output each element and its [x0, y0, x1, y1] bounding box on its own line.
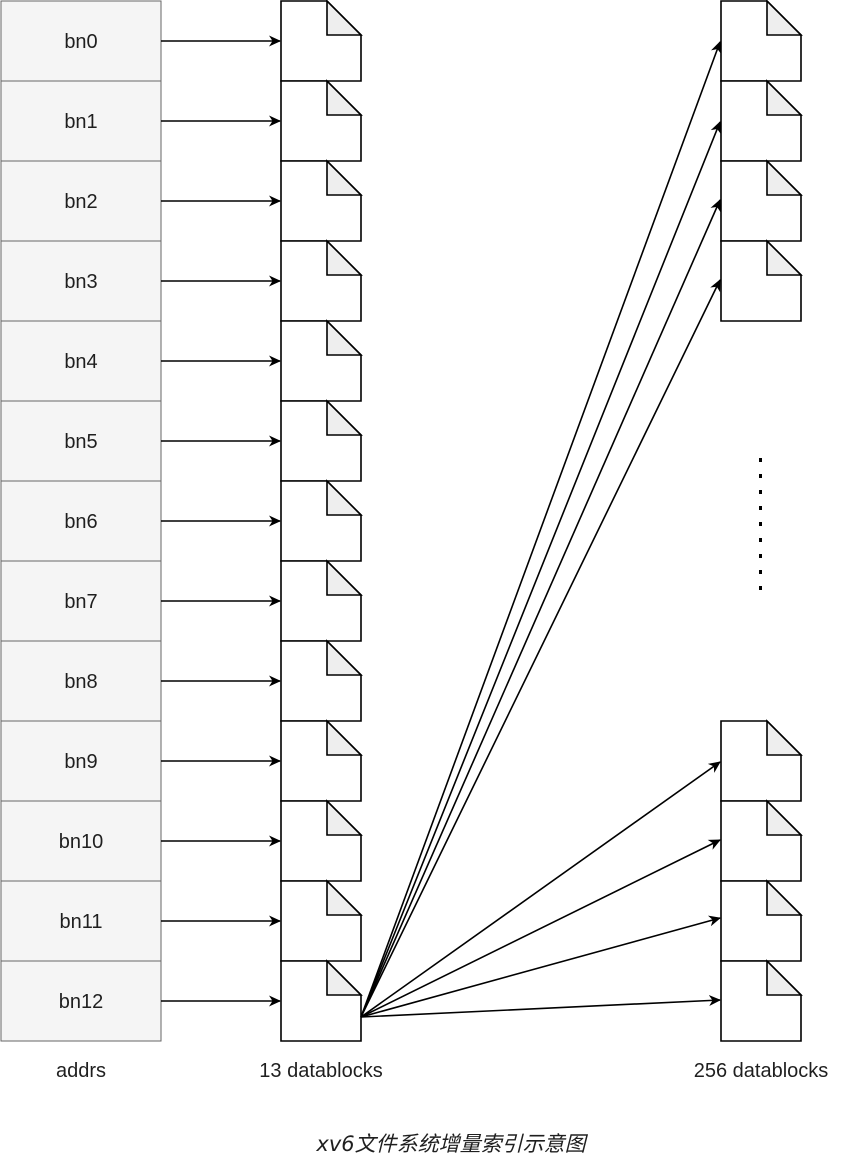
document-icon — [280, 399, 363, 482]
ellipsis-dot — [759, 538, 762, 542]
addr-cell: bn9 — [0, 720, 162, 802]
addr-cell: bn5 — [0, 400, 162, 482]
ellipsis-dot — [759, 506, 762, 510]
indirect-pointer-arrow — [360, 839, 721, 1018]
document-icon — [280, 239, 363, 322]
addr-cell-label: bn3 — [64, 271, 97, 293]
addr-cell-label: bn9 — [64, 751, 97, 773]
ellipsis-dot — [759, 586, 762, 590]
document-icon — [280, 639, 363, 722]
direct-datablocks — [280, 0, 363, 1042]
document-icon — [280, 799, 363, 882]
ellipsis-dot — [759, 458, 762, 462]
document-icon — [720, 239, 803, 322]
document-icon — [280, 719, 363, 802]
addr-cell: bn0 — [0, 0, 162, 82]
document-icon — [280, 319, 363, 402]
addr-cell-label: bn0 — [64, 31, 97, 53]
addr-cell: bn7 — [0, 560, 162, 642]
indirect-pointer-arrow — [360, 279, 721, 1018]
document-icon — [280, 159, 363, 242]
ellipsis-dot — [759, 570, 762, 574]
indirect-pointer-arrow — [360, 121, 722, 1018]
document-icon — [720, 0, 803, 82]
addrs-label: addrs — [56, 1060, 106, 1082]
addr-cell-label: bn8 — [64, 671, 97, 693]
indirect-pointer-arrow — [360, 915, 721, 1018]
indirect-pointer-arrows — [360, 41, 722, 1018]
document-icon — [280, 0, 363, 82]
direct-pointer-arrows — [161, 35, 281, 1007]
document-icon — [720, 879, 803, 962]
document-icon — [720, 159, 803, 242]
addr-cell: bn2 — [0, 160, 162, 242]
addrs-array: bn0 bn1 bn2 bn3 bn4 bn5 bn6 bn7 bn8 bn9 bn10 bn11 bn… — [0, 0, 162, 1042]
ellipsis-dot — [759, 554, 762, 558]
document-icon — [280, 479, 363, 562]
addr-cell-label: bn5 — [64, 431, 97, 453]
ellipsis-dot — [759, 474, 762, 478]
addr-cell: bn4 — [0, 320, 162, 402]
indirect-pointer-arrow — [360, 761, 721, 1018]
addr-cell: bn3 — [0, 240, 162, 322]
direct-blocks-label: 13 datablocks — [259, 1060, 382, 1082]
indirect-pointer-arrow — [360, 41, 722, 1018]
addr-cell: bn10 — [0, 800, 162, 882]
document-icon — [720, 799, 803, 882]
addr-cell: bn6 — [0, 480, 162, 562]
ellipsis-dot — [759, 490, 762, 494]
addr-cell-label: bn4 — [64, 351, 97, 373]
addr-cell: bn8 — [0, 640, 162, 722]
indirect-pointer-arrow — [360, 199, 721, 1018]
addr-cell: bn11 — [0, 880, 162, 962]
indirect-datablocks — [720, 0, 803, 1042]
document-icon — [720, 959, 803, 1042]
document-icon — [720, 79, 803, 162]
addr-cell: bn12 — [0, 960, 162, 1042]
addr-cell-label: bn11 — [59, 911, 102, 933]
document-icon — [280, 879, 363, 962]
document-icon — [280, 559, 363, 642]
vertical-ellipsis-icon — [759, 458, 762, 590]
indirect-pointer-arrow — [360, 995, 721, 1018]
addr-cell-label: bn2 — [64, 191, 97, 213]
addr-cell-label: bn1 — [64, 111, 97, 133]
document-icon — [280, 79, 363, 162]
ellipsis-dot — [759, 522, 762, 526]
addr-cell-label: bn7 — [64, 591, 97, 613]
addr-cell: bn1 — [0, 80, 162, 162]
addr-cell-label: bn10 — [59, 831, 104, 853]
diagram-caption: xv6文件系统增量索引示意图 — [315, 1132, 588, 1156]
indirect-blocks-label: 256 datablocks — [694, 1060, 829, 1082]
addr-cell-label: bn6 — [64, 511, 97, 533]
document-icon — [720, 719, 803, 802]
addr-cell-label: bn12 — [59, 991, 104, 1013]
document-icon — [280, 959, 363, 1042]
